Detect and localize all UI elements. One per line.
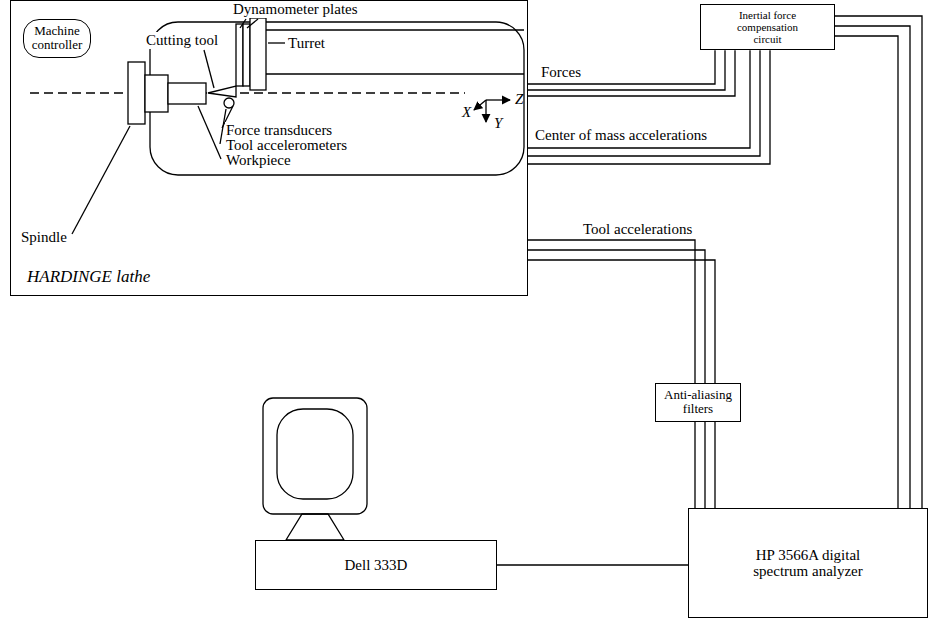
- axis-arrow: [474, 100, 486, 110]
- leader-line: [204, 50, 214, 88]
- workpiece-symbol: [168, 83, 206, 104]
- part-label: Dynamometer plates: [232, 1, 359, 18]
- analyzer-box: HP 3566A digital spectrum analyzer: [688, 508, 928, 618]
- box-text: Inertial force compensation circuit: [725, 9, 811, 45]
- leader-line: [240, 19, 246, 28]
- box-text: Machine controller: [30, 24, 84, 53]
- turret-symbol: [250, 18, 266, 90]
- part-label: Turret: [287, 35, 326, 52]
- box-text: HP 3566A digital spectrum analyzer: [750, 547, 866, 580]
- monitor-screen: [277, 409, 353, 499]
- signal-label: Center of mass accelerations: [534, 127, 708, 144]
- signal-label: Tool accelerations: [582, 221, 693, 238]
- spindle-symbol: [128, 62, 145, 124]
- part-label: Spindle: [20, 229, 68, 246]
- signal-bundle: [835, 16, 922, 508]
- signal-bundle: [695, 422, 715, 508]
- box-text: Dell 333D: [345, 557, 408, 574]
- circuit-box: Inertial force compensation circuit: [700, 4, 835, 50]
- monitor-housing: [263, 398, 367, 514]
- part-label: Workpiece: [225, 152, 292, 169]
- leader-line: [72, 126, 130, 234]
- computer-box: Dell 333D: [255, 540, 497, 590]
- signal-bundle: [528, 50, 735, 96]
- turret-arm: [266, 29, 524, 30]
- turret-arm: [266, 73, 524, 74]
- signal-bundle: [528, 240, 715, 383]
- machine-name: HARDINGE lathe: [27, 268, 150, 287]
- signal-bundle: [528, 50, 770, 164]
- box-text: Anti-aliasing filters: [662, 388, 734, 417]
- signal-bundle: [497, 564, 688, 565]
- leader-line: [268, 42, 285, 43]
- leader-line: [247, 19, 258, 28]
- signal-label: Forces: [540, 64, 582, 81]
- cutting-tool-symbol: [208, 86, 236, 97]
- axis-label: Z: [514, 91, 524, 108]
- axis-arrow: [485, 100, 486, 122]
- axis-arrow: [486, 99, 510, 100]
- leader-line: [198, 106, 221, 159]
- chuck-symbol: [145, 75, 168, 112]
- dynamometer-plate: [236, 24, 243, 86]
- controller-box: Machine controller: [23, 19, 91, 58]
- axis-label: X: [461, 104, 472, 121]
- dynamometer-plate: [243, 24, 250, 86]
- spindle-axis: [30, 92, 465, 93]
- part-label: Cutting tool: [145, 32, 219, 49]
- filter-box: Anti-aliasing filters: [655, 383, 741, 422]
- axis-label: Y: [493, 115, 503, 132]
- monitor-stand: [286, 514, 344, 540]
